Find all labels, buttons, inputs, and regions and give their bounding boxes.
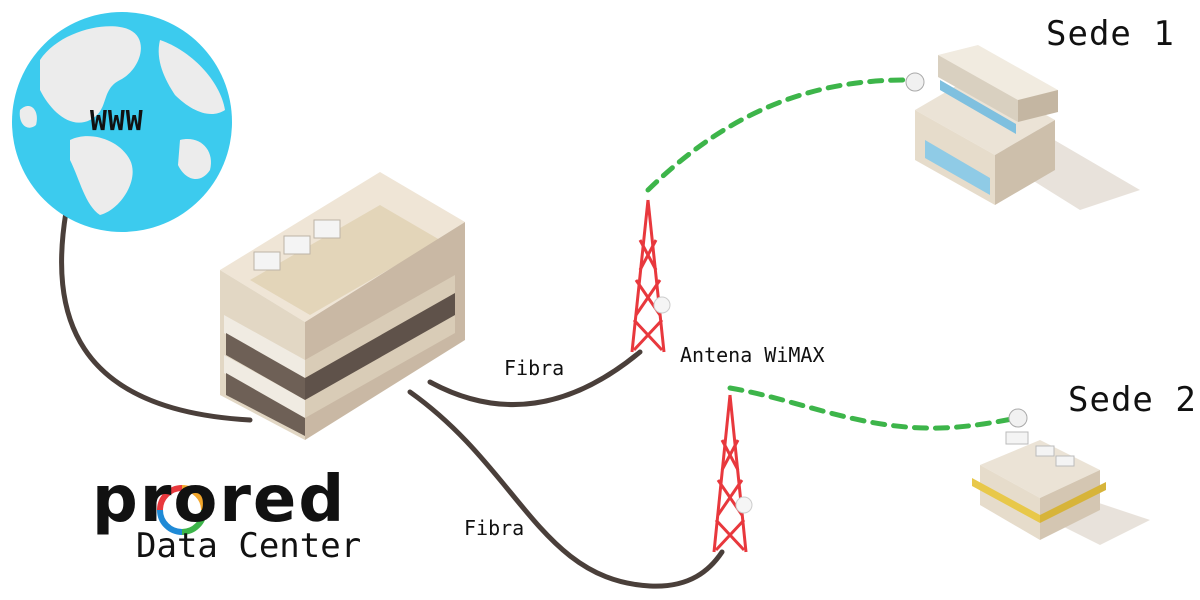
sede2-label: Sede 2 xyxy=(1068,380,1197,420)
fiber-cable-1 xyxy=(427,349,643,407)
brand-logo: prored Data Center xyxy=(92,463,361,566)
satellite-dish-icon-sede1 xyxy=(905,72,925,92)
sede2-building xyxy=(972,408,1150,545)
satellite-dish-icon-sede2 xyxy=(1008,408,1028,428)
cable-globe-datacenter xyxy=(59,209,253,423)
ac-units-icon xyxy=(253,219,341,271)
brand-name: prored xyxy=(92,463,347,537)
prored-logo-ring-icon xyxy=(157,485,207,535)
sede1-building xyxy=(905,45,1140,210)
brand-subtitle: Data Center xyxy=(136,526,362,566)
sede1-label: Sede 1 xyxy=(1046,14,1175,54)
wimax-tower-icon-2 xyxy=(712,394,753,553)
datacenter-building xyxy=(220,172,465,440)
wireless-link-sede2 xyxy=(727,385,1021,431)
fiber-cable-2 xyxy=(407,389,725,589)
fiber-label-2: Fibra xyxy=(464,516,525,540)
wireless-link-sede1 xyxy=(645,77,908,193)
globe-icon xyxy=(12,12,232,232)
www-label: WWW xyxy=(90,104,144,137)
fiber-label-1: Fibra xyxy=(504,356,565,380)
antenna-label: Antena WiMAX xyxy=(680,343,825,367)
wimax-tower-icon-1 xyxy=(630,199,671,353)
